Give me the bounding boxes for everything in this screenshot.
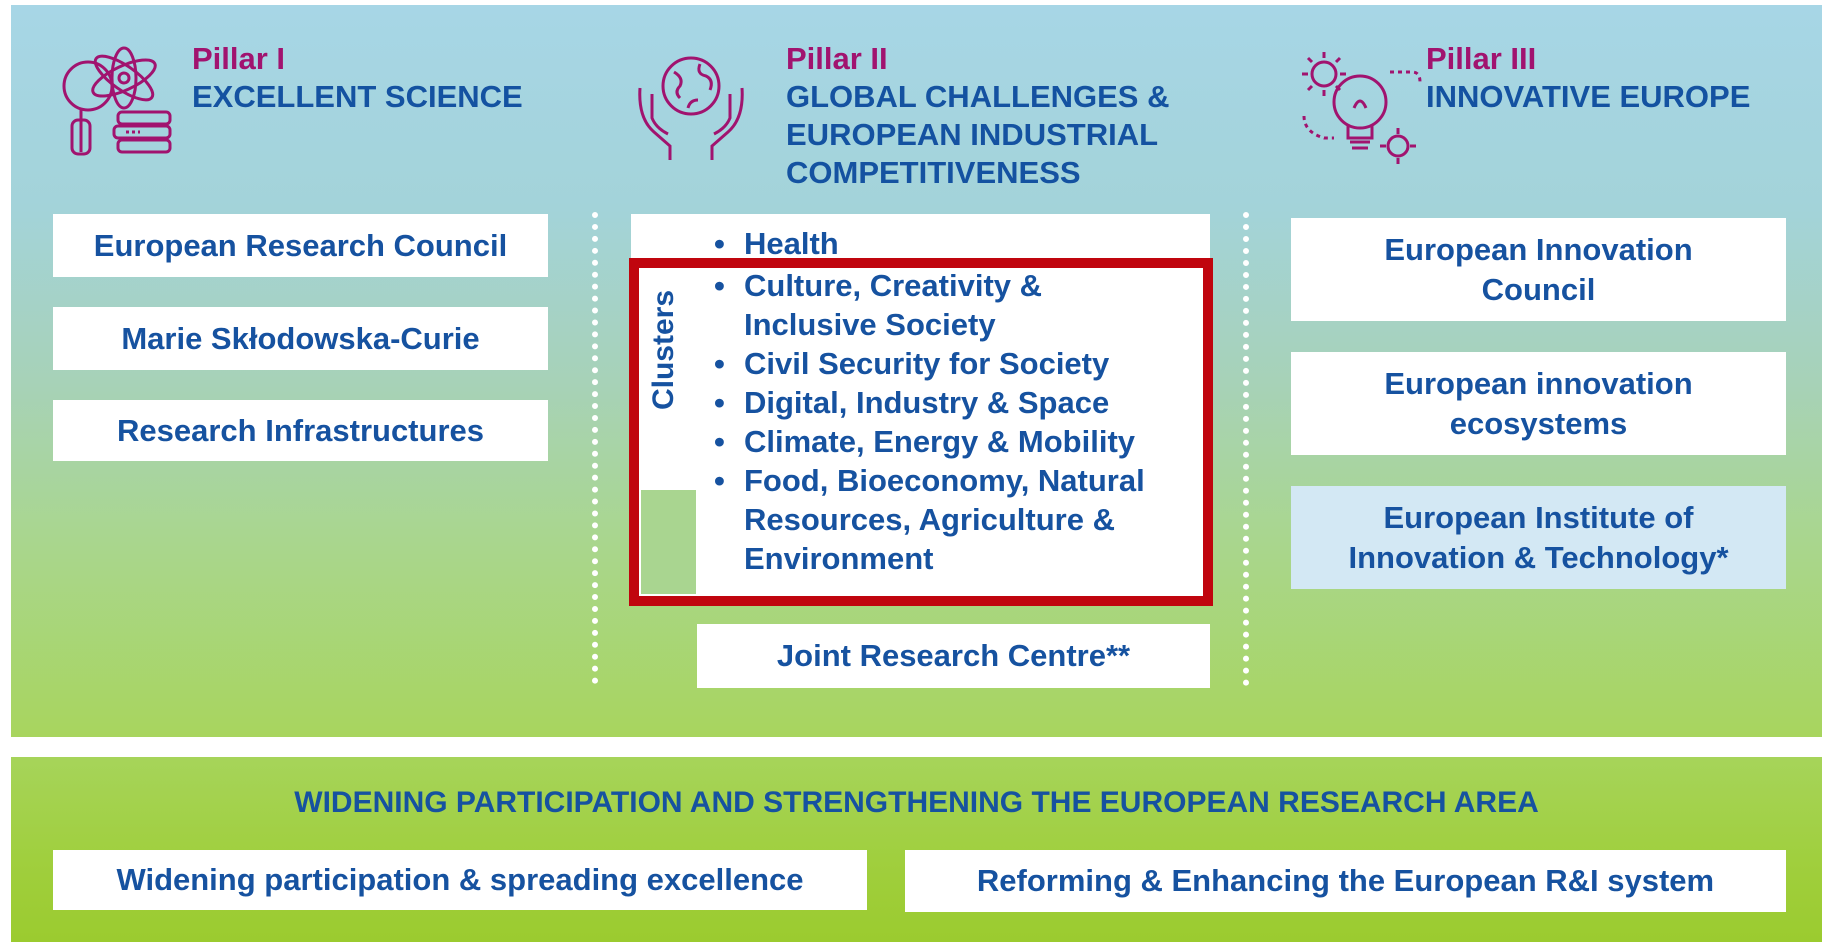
pillar-1-header: Pillar I EXCELLENT SCIENCE [192, 40, 523, 116]
reforming-ri-system-box: Reforming & Enhancing the European R&I s… [905, 850, 1786, 912]
pillar-2-header: Pillar II GLOBAL CHALLENGES & EUROPEAN I… [786, 40, 1170, 192]
cluster-label: Culture, Creativity & Inclusive Society [744, 268, 1043, 342]
highlight-frame [629, 258, 1213, 606]
clusters-list: • Health • Culture, Creativity & Inclusive… [712, 224, 1212, 578]
clusters-box [631, 214, 1210, 598]
research-infrastructures-box: Research Infrastructures [53, 400, 548, 461]
science-icon [52, 42, 176, 160]
bullet-icon: • [714, 385, 725, 420]
cluster-label: Health [744, 226, 839, 261]
pillar-1-title: EXCELLENT SCIENCE [192, 79, 523, 114]
cluster-digital: • Digital, Industry & Space [712, 383, 1212, 422]
cluster-label: Civil Security for Society [744, 346, 1110, 381]
widening-title: WIDENING PARTICIPATION AND STRENGTHENING… [294, 786, 1539, 819]
pillar-separator-2 [1243, 212, 1249, 686]
pillar-2-title: GLOBAL CHALLENGES & EUROPEAN INDUSTRIAL … [786, 79, 1170, 190]
panel-divider [0, 737, 1822, 757]
cluster-food: • Food, Bioeconomy, Natural Resources, Ag… [712, 461, 1212, 578]
cluster-civil-security: • Civil Security for Society [712, 344, 1212, 383]
bullet-icon: • [714, 463, 725, 498]
cluster-label: Climate, Energy & Mobility [744, 424, 1136, 459]
pillar-3-header: Pillar III INNOVATIVE EUROPE [1426, 40, 1750, 116]
marie-sklodowska-curie-box: Marie Skłodowska-Curie [53, 307, 548, 370]
globe-hands-icon [630, 46, 752, 164]
cluster-climate: • Climate, Energy & Mobility [712, 422, 1212, 461]
cluster-label: Food, Bioeconomy, Natural Resources, Agr… [744, 463, 1145, 576]
bullet-icon: • [714, 226, 725, 261]
european-research-council-box: European Research Council [53, 214, 548, 277]
pillar-separator-1 [592, 212, 598, 684]
cluster-label: Digital, Industry & Space [744, 385, 1110, 420]
pillar-1-label: Pillar I [192, 41, 286, 76]
european-innovation-ecosystems-box: European innovation ecosystems [1291, 352, 1786, 455]
clusters-box-notch [641, 490, 696, 594]
pillar-3-title: INNOVATIVE EUROPE [1426, 79, 1751, 114]
cluster-health: • Health [712, 224, 1212, 263]
eit-box: European Institute of Innovation & Techn… [1291, 486, 1786, 589]
pillar-3-label: Pillar III [1426, 41, 1537, 76]
pillar-2-label: Pillar II [786, 41, 888, 76]
bullet-icon: • [714, 346, 725, 381]
gears-lightbulb-icon [1294, 42, 1424, 166]
widening-participation-box: Widening participation & spreading excel… [53, 850, 867, 910]
cluster-culture: • Culture, Creativity & Inclusive Society [712, 266, 1212, 344]
european-innovation-council-box: European Innovation Council [1291, 218, 1786, 321]
bullet-icon: • [714, 268, 725, 303]
joint-research-centre-box: Joint Research Centre** [697, 624, 1210, 688]
bullet-icon: • [714, 424, 725, 459]
